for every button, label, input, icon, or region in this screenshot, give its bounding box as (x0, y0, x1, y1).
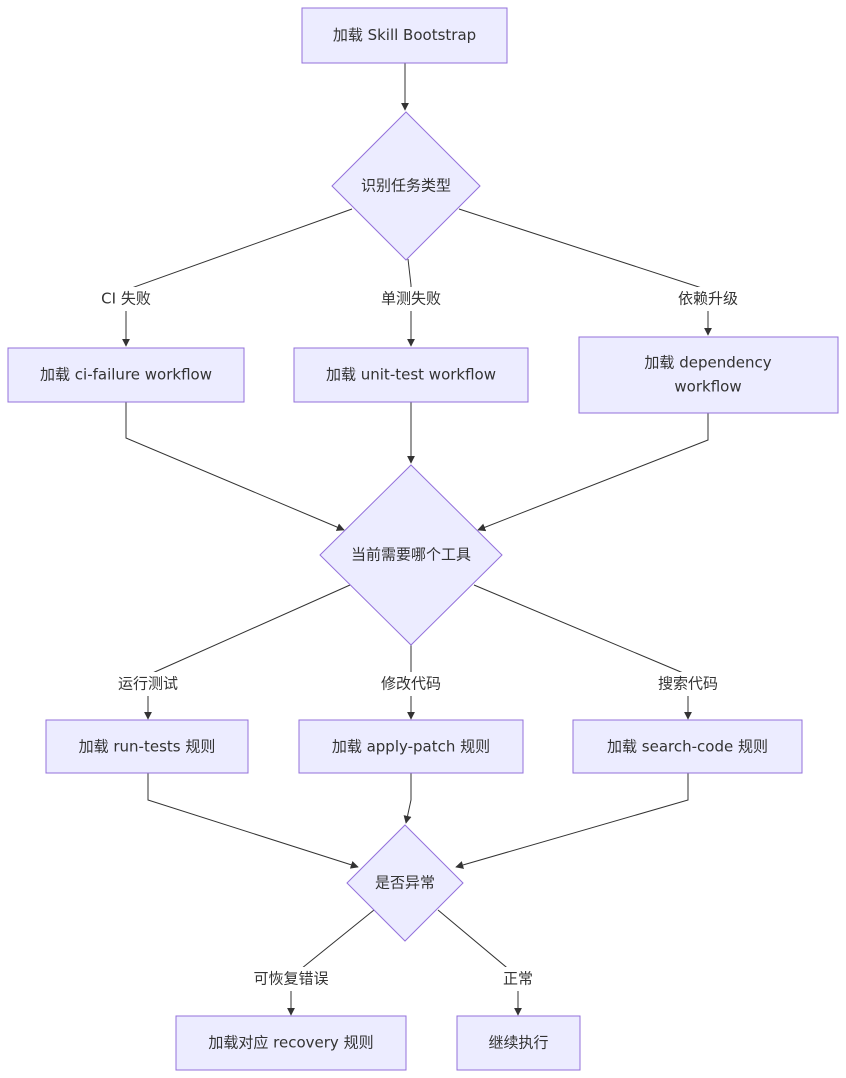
nodes: 加载 Skill Bootstrap 识别任务类型 加载 ci-failure … (7, 7, 839, 1071)
node-dependency-workflow: 加载 dependency workflow (578, 336, 839, 414)
edge-label-modify-code: 修改代码 (381, 675, 441, 693)
edge-label-normal: 正常 (503, 970, 533, 988)
node-identify-label: 识别任务类型 (361, 177, 451, 195)
node-continue-label: 继续执行 (488, 1034, 548, 1052)
node-recovery-label: 加载对应 recovery 规则 (208, 1034, 373, 1052)
edge-label-ci-failure: CI 失败 (101, 290, 151, 308)
node-apply-patch-label: 加载 apply-patch 规则 (332, 738, 490, 756)
node-recovery-rules: 加载对应 recovery 规则 (175, 1015, 407, 1071)
edge-abnormal-recovery (287, 909, 375, 1016)
edge-label-dependency-upgrade: 依赖升级 (678, 290, 738, 308)
edge-identify-ci-failure (122, 208, 353, 347)
edge-identify-unit-test (407, 258, 415, 347)
edge-search-code-abnormal (455, 773, 689, 869)
node-bootstrap-label: 加载 Skill Bootstrap (333, 26, 476, 44)
edge-label-unit-test-failure: 单测失败 (381, 290, 441, 308)
edge-abnormal-continue (437, 909, 522, 1016)
node-search-code-rules: 加载 search-code 规则 (572, 719, 803, 774)
edge-apply-patch-abnormal (403, 773, 412, 824)
node-is-abnormal-label: 是否异常 (375, 874, 435, 892)
node-run-tests-rules: 加载 run-tests 规则 (45, 719, 249, 774)
node-continue-execution: 继续执行 (456, 1015, 581, 1071)
edge-identify-dependency (458, 208, 712, 336)
node-which-tool-label: 当前需要哪个工具 (351, 546, 471, 564)
edge-labels: CI 失败 单测失败 依赖升级 运行测试 修改代码 搜索代码 可恢复错误 正常 (92, 287, 746, 991)
node-is-abnormal: 是否异常 (346, 824, 464, 942)
edge-tool-search-code (473, 584, 692, 720)
edge-run-tests-abnormal (147, 773, 359, 869)
node-bootstrap: 加载 Skill Bootstrap (301, 7, 508, 64)
node-ci-failure-label: 加载 ci-failure workflow (40, 366, 212, 384)
node-dependency-label-line1: 加载 dependency (644, 354, 771, 372)
edge-label-search-code: 搜索代码 (658, 675, 718, 693)
edge-label-recoverable-error: 可恢复错误 (253, 970, 328, 988)
edge-tool-run-tests (144, 584, 351, 720)
node-which-tool: 当前需要哪个工具 (319, 464, 503, 646)
node-dependency-label-line2: workflow (674, 378, 741, 396)
node-unit-test-workflow: 加载 unit-test workflow (293, 347, 529, 403)
node-identify-task-type: 识别任务类型 (331, 111, 481, 261)
node-apply-patch-rules: 加载 apply-patch 规则 (298, 719, 524, 774)
edge-dependency-tool (477, 413, 709, 532)
node-search-code-label: 加载 search-code 规则 (607, 738, 768, 756)
node-ci-failure-workflow: 加载 ci-failure workflow (7, 347, 245, 403)
node-unit-test-label: 加载 unit-test workflow (326, 366, 496, 384)
edge-label-run-tests: 运行测试 (118, 675, 178, 693)
edge-ci-failure-tool (125, 402, 345, 531)
node-run-tests-label: 加载 run-tests 规则 (79, 738, 216, 756)
